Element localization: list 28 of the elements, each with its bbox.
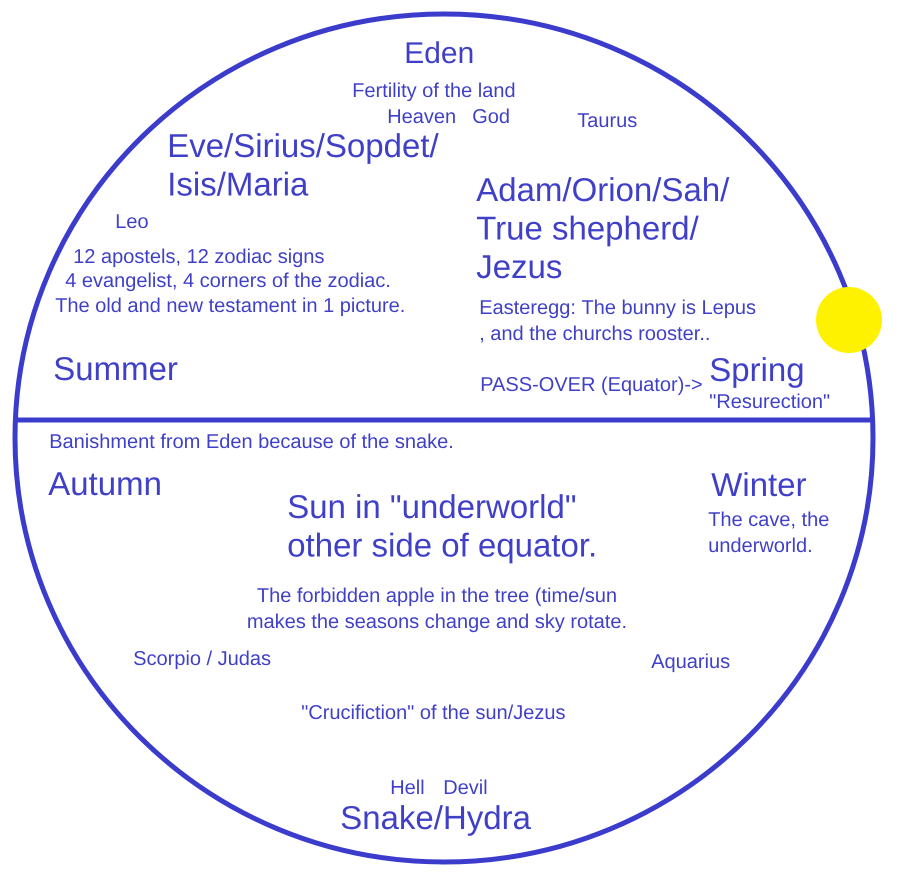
- note-text: 12 apostels, 12 zodiac signs: [74, 248, 324, 268]
- note-text: The cave, the underworld.: [708, 512, 828, 552]
- heading-label: Eve/Sirius/Sopdet/ Isis/Maria: [170, 133, 439, 196]
- note-text: Easteregg: The bunny is Lepus , and the churchs rooster..: [480, 300, 756, 343]
- constellation-label: Scorpio / Judas: [134, 650, 270, 670]
- note-text: The forbidden apple in the tree (time/sun makes the seasons change and sky rotate.: [248, 588, 626, 632]
- word-label: Devil: [444, 780, 486, 794]
- constellation-label: Taurus: [578, 113, 637, 128]
- season-label: Summer: [54, 356, 178, 380]
- note-text: "Crucifiction" of the sun/Jezus: [302, 704, 565, 720]
- word-label: "Resurection": [710, 394, 830, 408]
- constellation-label: Leo: [116, 214, 148, 228]
- season-label: Winter: [711, 472, 806, 496]
- heading-label: Sun in "underworld" other side of equator.: [288, 494, 594, 564]
- note-text: Fertility of the land: [354, 82, 514, 102]
- word-label: Hell: [392, 780, 424, 794]
- heading-label: Adam/Orion/Sah/ True shepherd/ Jezus: [476, 177, 730, 278]
- season-label: Spring: [710, 357, 802, 388]
- season-label: Autumn: [48, 472, 160, 496]
- note-text: Banishment from Eden because of the snake.: [50, 434, 452, 448]
- word-label: Heaven: [388, 109, 455, 124]
- heading-label: Snake/Hydra: [342, 805, 531, 836]
- note-text: The old and new testament in 1 picture.: [56, 298, 404, 316]
- word-label: God: [473, 108, 509, 124]
- note-text: 4 evangelist, 4 corners of the zodiac.: [66, 272, 390, 292]
- heading-label: Eden: [406, 41, 472, 64]
- note-text: PASS-OVER (Equator)->: [482, 376, 702, 396]
- constellation-label: Aquarius: [651, 654, 730, 672]
